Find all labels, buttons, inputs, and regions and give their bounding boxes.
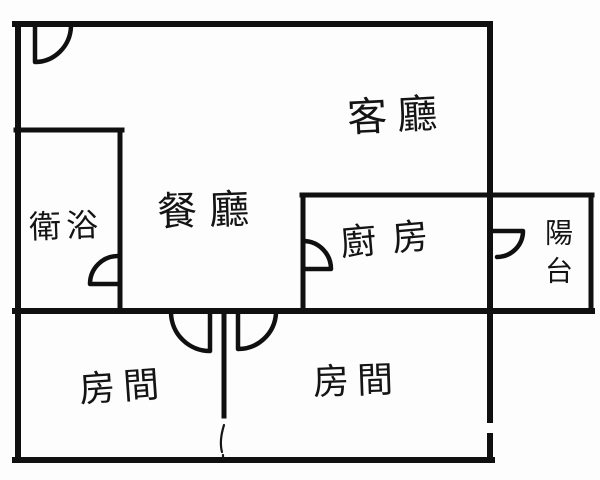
room-label-bathroom: 衛浴 xyxy=(28,206,104,246)
bedroom-right-door-swing-icon xyxy=(235,310,279,352)
wall-bedroom-divider-dashed xyxy=(219,423,226,461)
room-label-living-room: 客廳 xyxy=(346,91,449,141)
entrance-door-swing-icon xyxy=(32,23,74,65)
room-label-kitchen: 廚房 xyxy=(338,213,446,264)
room-label-bedroom-right: 房間 xyxy=(312,358,402,403)
bedroom-left-door-swing-icon xyxy=(168,310,213,354)
balcony-door-swing-icon xyxy=(489,228,526,260)
room-label-balcony: 陽台 xyxy=(542,218,573,294)
bathroom-door-swing-icon xyxy=(87,253,121,287)
room-label-bedroom-left: 房間 xyxy=(77,362,169,411)
kitchen-door-swing-icon xyxy=(301,238,334,272)
room-label-dining-room: 餐廳 xyxy=(156,187,262,235)
